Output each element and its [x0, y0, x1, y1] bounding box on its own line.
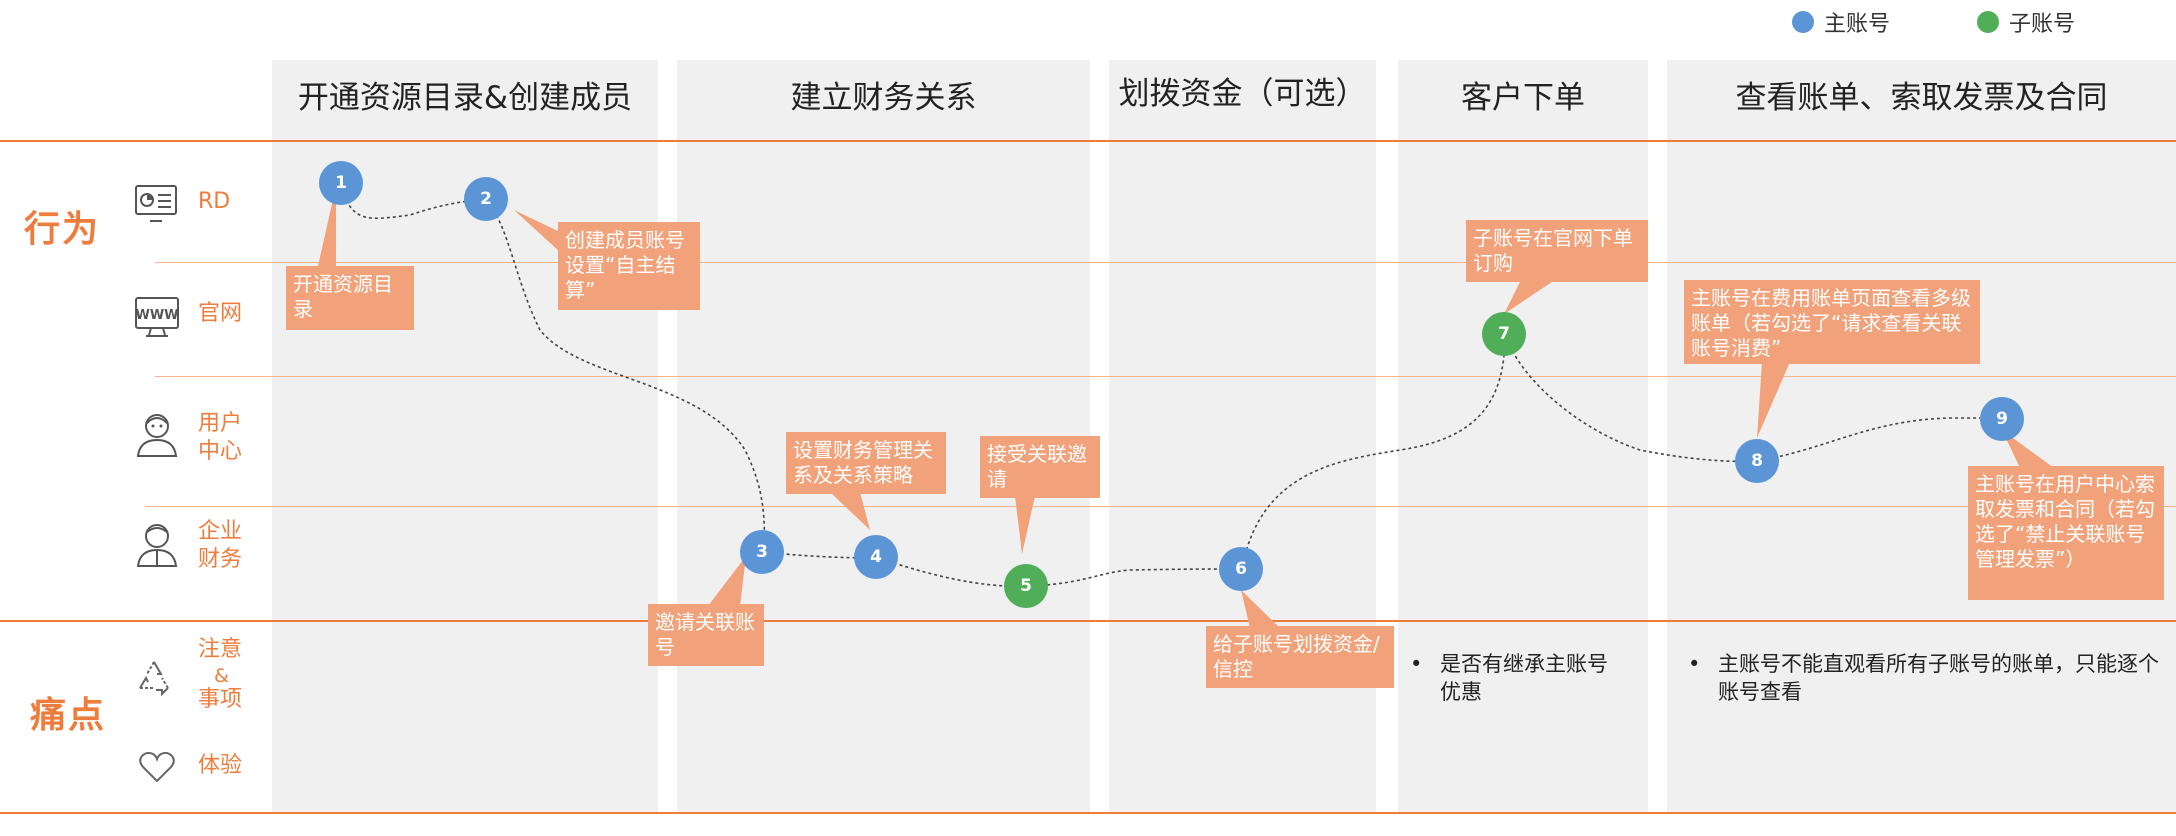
pointer-1	[318, 186, 336, 266]
callout-1: 开通资源目录	[286, 266, 414, 330]
lane-divider-1	[155, 262, 2176, 263]
main-account-dot-icon	[1792, 11, 1814, 33]
recycle-icon	[139, 661, 169, 697]
phase-title-1: 开通资源目录&创建成员	[297, 80, 633, 116]
sub-account-dot-icon	[1977, 11, 1999, 33]
phase-column-5	[1667, 60, 2176, 812]
pointer-8	[1757, 362, 1790, 438]
bullet: •	[1688, 652, 1701, 676]
pointer-3	[708, 556, 746, 606]
www-monitor-icon: WWW	[135, 297, 179, 337]
step-node-5: 5	[1004, 564, 1048, 608]
step-node-1: 1	[319, 161, 363, 205]
section-behavior: 行为	[24, 209, 101, 250]
pointer-6	[1241, 590, 1280, 628]
role-notes-line1: 注意	[198, 637, 243, 662]
pointer-2	[514, 210, 560, 252]
role-user-center-line2: 中心	[198, 439, 243, 464]
phase-title-4: 客户下单	[1461, 80, 1585, 116]
pain-point-text: 是否有继承主账号优惠	[1440, 652, 1608, 704]
step-node-9: 9	[1980, 397, 2024, 441]
bottom-divider	[0, 812, 2176, 814]
pointer-7	[1504, 282, 1552, 314]
user-headset-icon	[136, 414, 178, 457]
bullet: •	[1410, 652, 1423, 676]
legend-main-account: 主账号	[1792, 4, 1902, 40]
callout-9: 主账号在用户中心索取发票和合同（若勾选了“禁止关联账号管理发票”）	[1968, 466, 2164, 600]
section-pain: 痛点	[30, 695, 107, 736]
step-node-2: 2	[464, 177, 508, 221]
callout-2: 创建成员账号设置“自主结算”	[558, 222, 700, 310]
header-divider	[0, 140, 2176, 142]
pointer-5	[1015, 496, 1035, 554]
role-user-center-line1: 用户	[198, 411, 243, 436]
heart-icon	[139, 751, 175, 783]
pointer-4	[830, 492, 870, 530]
step-node-7: 7	[1482, 312, 1526, 356]
role-finance-line2: 财务	[198, 547, 243, 572]
role-website: 官网	[198, 301, 243, 326]
legend-sub-account: 子账号	[1977, 4, 2087, 40]
lane-divider-2	[155, 376, 2176, 377]
svg-text:WWW: WWW	[135, 308, 178, 323]
callout-6: 给子账号划拨资金/信控	[1206, 626, 1394, 688]
callout-8: 主账号在费用账单页面查看多级账单（若勾选了“请求查看关联账号消费”	[1684, 280, 1980, 364]
monitor-chart-icon	[135, 185, 177, 222]
callout-7: 子账号在官网下单订购	[1466, 220, 1648, 282]
pain-point-text: 主账号不能直观看所有子账号的账单，只能逐个账号查看	[1718, 652, 2159, 704]
pointer-9	[2002, 430, 2054, 468]
journey-dotted-line	[340, 182, 2003, 588]
step-node-3: 3	[740, 530, 784, 574]
role-notes-line3: 事项	[198, 687, 243, 712]
section-divider	[0, 620, 2176, 622]
callout-4: 设置财务管理关系及关系策略	[786, 432, 946, 494]
step-node-4: 4	[854, 535, 898, 579]
legend-main-label: 主账号	[1824, 12, 1891, 37]
role-experience: 体验	[198, 753, 243, 778]
pain-point-1: • 是否有继承主账号优惠	[1410, 650, 1640, 710]
pain-point-2: • 主账号不能直观看所有子账号的账单，只能逐个账号查看	[1688, 650, 2168, 710]
phase-title-2: 建立财务关系	[790, 80, 977, 116]
step-node-8: 8	[1735, 439, 1779, 483]
role-finance-line1: 企业	[198, 519, 243, 544]
lane-divider-3	[145, 506, 2176, 507]
phase-title-5: 查看账单、索取发票及合同	[1735, 80, 2108, 116]
step-node-6: 6	[1219, 547, 1263, 591]
role-notes-line2: &	[214, 665, 229, 687]
phase-title-3: 划拨资金（可选）	[1118, 76, 1367, 112]
legend-sub-label: 子账号	[2009, 12, 2076, 37]
role-rd: RD	[198, 189, 231, 214]
callout-3: 邀请关联账号	[648, 604, 764, 666]
callout-5: 接受关联邀请	[980, 436, 1100, 498]
finance-user-icon	[136, 524, 178, 567]
